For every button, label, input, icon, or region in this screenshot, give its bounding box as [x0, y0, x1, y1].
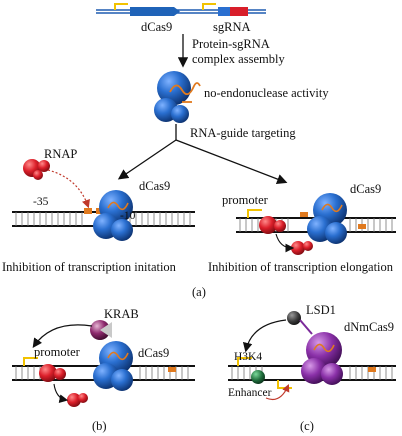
- promoter-arrow-icon: [247, 209, 262, 218]
- minus35-label: -35: [33, 196, 49, 208]
- sgrna-gene-label: sgRNA: [213, 20, 251, 34]
- arrow-left: [117, 139, 177, 180]
- lsd1-domain: [287, 311, 313, 335]
- sgrna-guide-block: [218, 7, 230, 16]
- dcas9-complex-center: [154, 71, 201, 123]
- panel-c-label: (c): [300, 419, 314, 433]
- rnap-released-b: [67, 393, 88, 407]
- dcas9-left-label: dCas9: [139, 179, 170, 193]
- dcas9-b-label: dCas9: [138, 346, 169, 360]
- h3k4-label: H3K4: [234, 351, 262, 363]
- sgrna-loop: [169, 82, 201, 96]
- promoter-arrow-icon: [237, 357, 252, 366]
- assembly-label-1: Protein-sgRNA: [192, 37, 270, 51]
- promoter-arrow-icon: [114, 3, 128, 10]
- gene-cassette: [96, 3, 266, 16]
- krab-label: KRAB: [104, 307, 139, 321]
- no-endonuclease-label: no-endonuclease activity: [204, 86, 329, 100]
- dcas9-right-label: dCas9: [350, 182, 381, 196]
- sgrna-scaffold-block: [230, 7, 248, 16]
- rnap-blocked-arrow: [47, 169, 90, 209]
- b-release-arrow: [53, 383, 69, 404]
- lsd1-label: LSD1: [306, 303, 336, 317]
- dnmcas9-label: dNmCas9: [344, 320, 394, 334]
- rnap-b: [39, 364, 66, 382]
- dnmcas9-protein: [301, 332, 343, 385]
- dcas9-bound-left: [93, 190, 133, 241]
- panel-b-label: (b): [92, 419, 107, 433]
- inhibit-initiation-label: Inhibition of transcription initation: [2, 260, 177, 274]
- minus10-label: -10: [120, 210, 136, 222]
- krab-repression-arrow: [32, 324, 93, 348]
- rnap-label: RNAP: [44, 147, 77, 161]
- rnap-right: [259, 216, 286, 234]
- rna-guide-label: RNA-guide targeting: [190, 126, 296, 140]
- enhancer-label: Enhancer: [228, 387, 272, 399]
- dcas9-gene-label: dCas9: [141, 20, 172, 34]
- arrow-right: [175, 139, 288, 185]
- krab-domain: [90, 320, 112, 340]
- promoter-arrow-icon: [23, 357, 38, 366]
- dcas9-bound-right: [307, 193, 347, 244]
- dcas9-gene-block: [130, 7, 180, 16]
- promoter-arrow-icon: [202, 3, 216, 10]
- lsd1-demethylation-arrow: [242, 319, 287, 353]
- rnap-released-right: [291, 241, 313, 255]
- elongation-release-arrow: [275, 233, 295, 253]
- rnap-left: [23, 159, 50, 180]
- inhibit-elongation-label: Inhibition of transcription elongation: [208, 260, 394, 274]
- promoter-b-label: promoter: [34, 345, 81, 359]
- panel-a-label: (a): [192, 285, 206, 299]
- dcas9-b: [93, 341, 133, 391]
- h3k4-nucleosome: [251, 370, 265, 384]
- assembly-label-2: complex assembly: [192, 52, 285, 66]
- enhancer-loop-arrow: [265, 383, 290, 401]
- promoter-right-label: promoter: [222, 193, 269, 207]
- promoter-arrow-icon: [277, 380, 292, 389]
